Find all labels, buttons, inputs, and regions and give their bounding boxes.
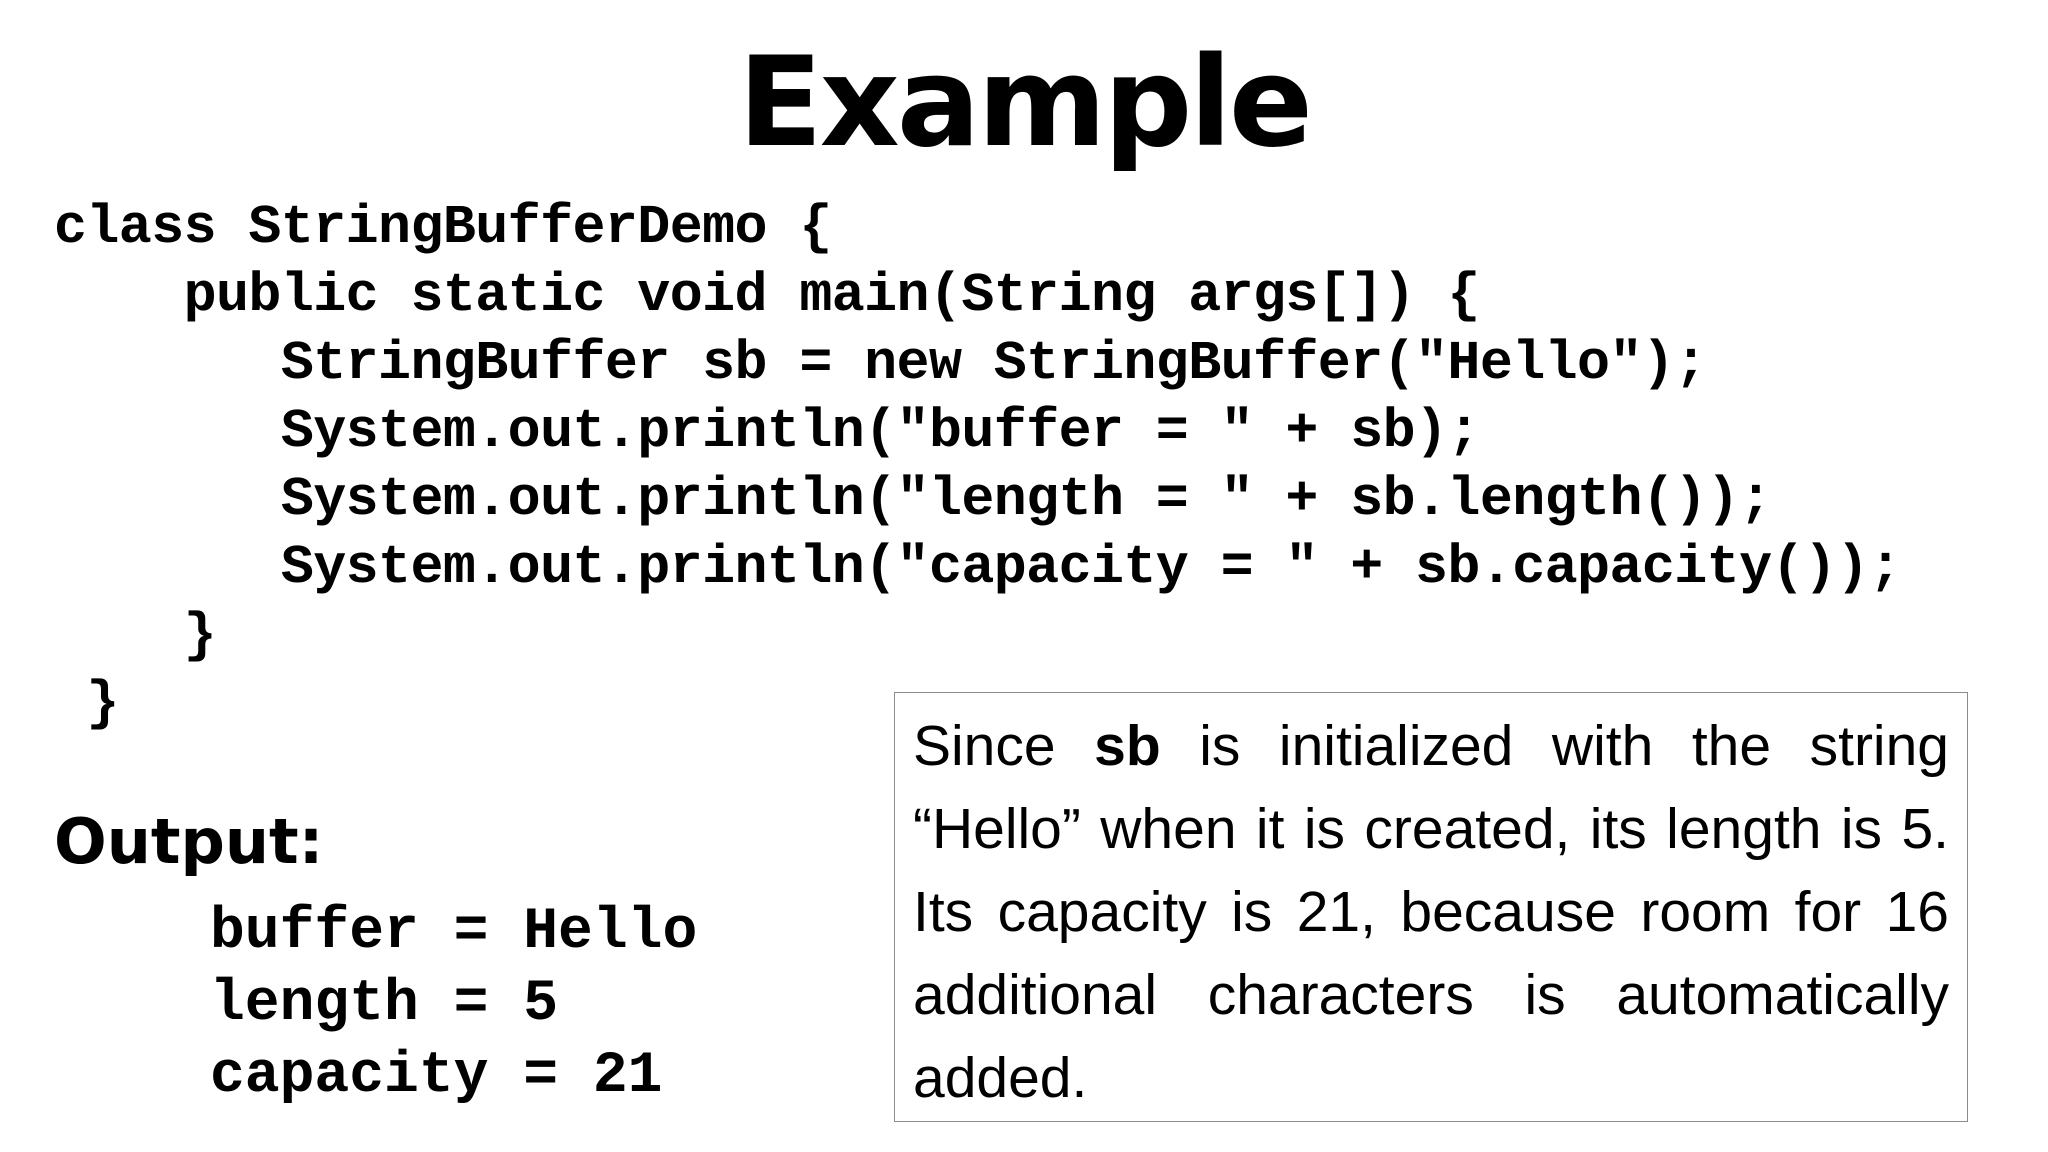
output-line: capacity = 21 [210, 1044, 663, 1109]
code-line: System.out.println("buffer = " + sb); [54, 400, 1481, 463]
output-label: Output: [54, 805, 324, 878]
output-line: buffer = Hello [210, 900, 698, 965]
code-line: System.out.println("capacity = " + sb.ca… [54, 536, 1902, 599]
explanation-text-rest: is initialized with the string “Hello” w… [913, 714, 1950, 1110]
code-line: class StringBufferDemo { [54, 196, 832, 259]
explanation-bold-term: sb [1094, 714, 1161, 778]
explanation-text-start: Since [913, 714, 1095, 778]
output-line: length = 5 [210, 972, 559, 1037]
code-line: public static void main(String args[]) { [54, 264, 1481, 327]
slide-title: Example [738, 31, 1313, 175]
code-line: } [54, 604, 217, 667]
code-line: System.out.println("length = " + sb.leng… [54, 468, 1772, 531]
code-line: } [54, 672, 119, 735]
code-line: StringBuffer sb = new StringBuffer("Hell… [54, 332, 1707, 395]
explanation-box: Since sb is initialized with the string … [894, 692, 1968, 1122]
